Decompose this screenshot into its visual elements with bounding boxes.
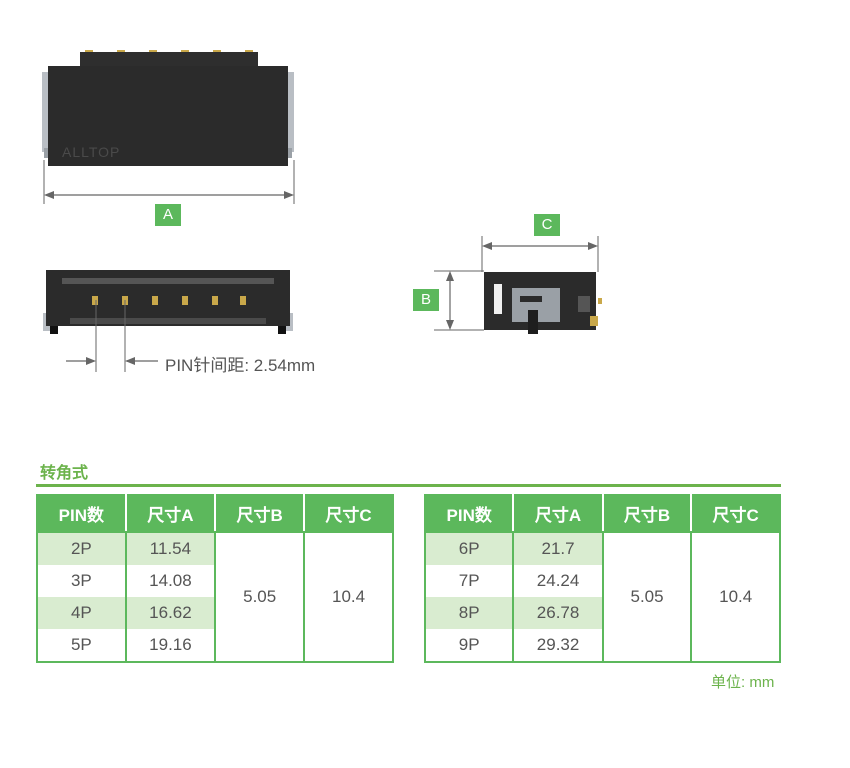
header-size-a: 尺寸A (124, 494, 217, 533)
cell-pin: 3P (36, 565, 127, 597)
table-row: 3P 14.08 (36, 565, 393, 597)
cell-size-c: 10.4 (690, 532, 781, 663)
label-c: C (534, 214, 560, 236)
table-header-row: PIN数 尺寸A 尺寸B 尺寸C (36, 494, 394, 533)
cell-size-a: 26.78 (512, 597, 604, 629)
cell-size-b: 5.05 (214, 532, 306, 663)
cell-size-a: 24.24 (512, 565, 604, 597)
cell-pin: 2P (36, 532, 127, 565)
table-row: 9P 29.32 (423, 629, 780, 663)
table-row: 5P 19.16 (36, 629, 393, 663)
unit-note: 单位: mm (711, 674, 775, 691)
table-row: 2P 11.54 5.05 10.4 (36, 532, 394, 663)
header-size-c: 尺寸C (690, 494, 781, 533)
header-size-b: 尺寸B (214, 494, 306, 533)
cell-size-a: 21.7 (512, 532, 604, 565)
dimension-table-1: PIN数 尺寸A 尺寸B 尺寸C 2P 11.54 5.05 10.4 3P 1… (36, 494, 394, 663)
header-size-b: 尺寸B (601, 494, 693, 533)
pitch-label: PIN针间距: 2.54mm (165, 356, 316, 375)
section-title: 转角式 (40, 465, 89, 482)
table-row: 4P 16.62 (36, 597, 393, 629)
watermark-logo: ALLTOP (62, 144, 121, 160)
cell-pin: 6P (423, 532, 515, 565)
table-row: 7P 24.24 (423, 565, 780, 597)
cell-size-a: 16.62 (124, 597, 217, 629)
cell-pin: 8P (423, 597, 515, 629)
table-row: 6P 21.7 5.05 10.4 (423, 532, 781, 663)
cell-size-a: 29.32 (512, 629, 604, 663)
dimension-table-2: PIN数 尺寸A 尺寸B 尺寸C 6P 21.7 5.05 10.4 7P 24… (423, 494, 781, 663)
header-pin: PIN数 (423, 494, 515, 533)
cell-size-a: 11.54 (124, 532, 217, 565)
cell-pin: 5P (36, 629, 127, 663)
label-b: B (413, 289, 439, 311)
label-a: A (155, 204, 181, 226)
header-size-a: 尺寸A (512, 494, 604, 533)
cell-pin: 4P (36, 597, 127, 629)
cell-size-b: 5.05 (601, 532, 693, 663)
cell-pin: 9P (423, 629, 515, 663)
table-header-row: PIN数 尺寸A 尺寸B 尺寸C (423, 494, 781, 533)
cell-size-c: 10.4 (303, 532, 394, 663)
cell-size-a: 14.08 (124, 565, 217, 597)
header-size-c: 尺寸C (303, 494, 394, 533)
cell-size-a: 19.16 (124, 629, 217, 663)
section-divider (36, 484, 781, 487)
header-pin: PIN数 (36, 494, 127, 533)
cell-pin: 7P (423, 565, 515, 597)
table-row: 8P 26.78 (423, 597, 780, 629)
